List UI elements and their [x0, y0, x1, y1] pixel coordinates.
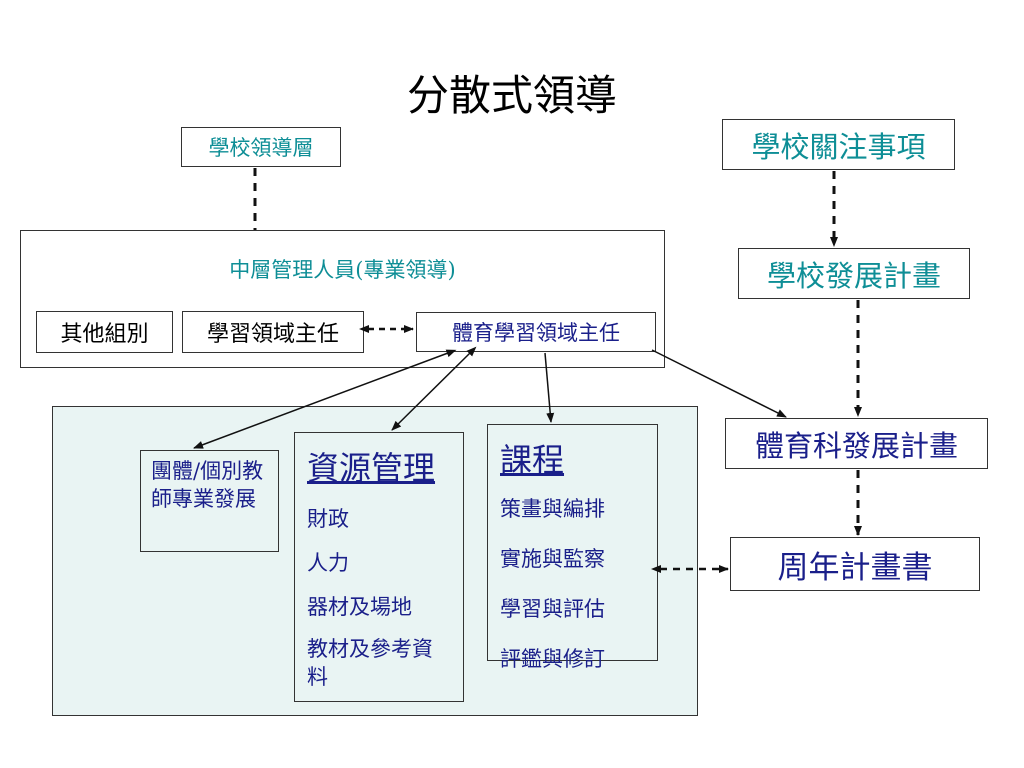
middle-management-label: 中層管理人員(專業領導): [229, 258, 456, 282]
connector-pehead-pedevplan: [651, 349, 787, 418]
pe-kla-head-box: 體育學習領域主任: [416, 312, 656, 352]
curriculum-item: 學習與評估: [500, 597, 605, 621]
page-title: 分散式領導: [406, 71, 617, 120]
resources-heading: 資源管理: [307, 449, 436, 487]
kla-head-box: 學習領域主任: [182, 311, 364, 353]
team-dev-label: 團體/個別教師專業發展: [151, 459, 264, 511]
resources-item: 財政: [307, 507, 349, 531]
connector-pehead-teamdev: [193, 349, 457, 449]
curriculum-heading: 課程: [500, 441, 565, 479]
school-dev-plan-box: 學校發展計畫: [738, 248, 970, 299]
resources-item: 人力: [307, 551, 349, 575]
curriculum-item: 實施與監察: [500, 547, 605, 571]
pe-dev-plan-box: 體育科發展計畫: [725, 418, 988, 469]
curriculum-item: 策畫與編排: [500, 497, 605, 521]
curriculum-box: 課程 策畫與編排 實施與監察 學習與評估 評鑑與修訂: [487, 424, 658, 671]
other-groups-box: 其他組別: [36, 311, 173, 353]
team-dev-box: 團體/個別教師專業發展: [140, 450, 279, 552]
resources-item: 器材及場地: [307, 595, 412, 619]
school-concerns-box: 學校關注事項: [722, 119, 955, 170]
curriculum-item: 評鑑與修訂: [500, 647, 605, 671]
resources-box: 資源管理 財政 人力 器材及場地 教材及參考資料: [294, 432, 464, 702]
connector-pehead-resources: [391, 346, 477, 431]
school-leadership-box: 學校領導層: [181, 127, 341, 167]
connector-pehead-curriculum: [544, 352, 555, 423]
resources-item: 教材及參考資料: [307, 637, 433, 689]
annual-plan-box: 周年計畫書: [730, 537, 980, 591]
